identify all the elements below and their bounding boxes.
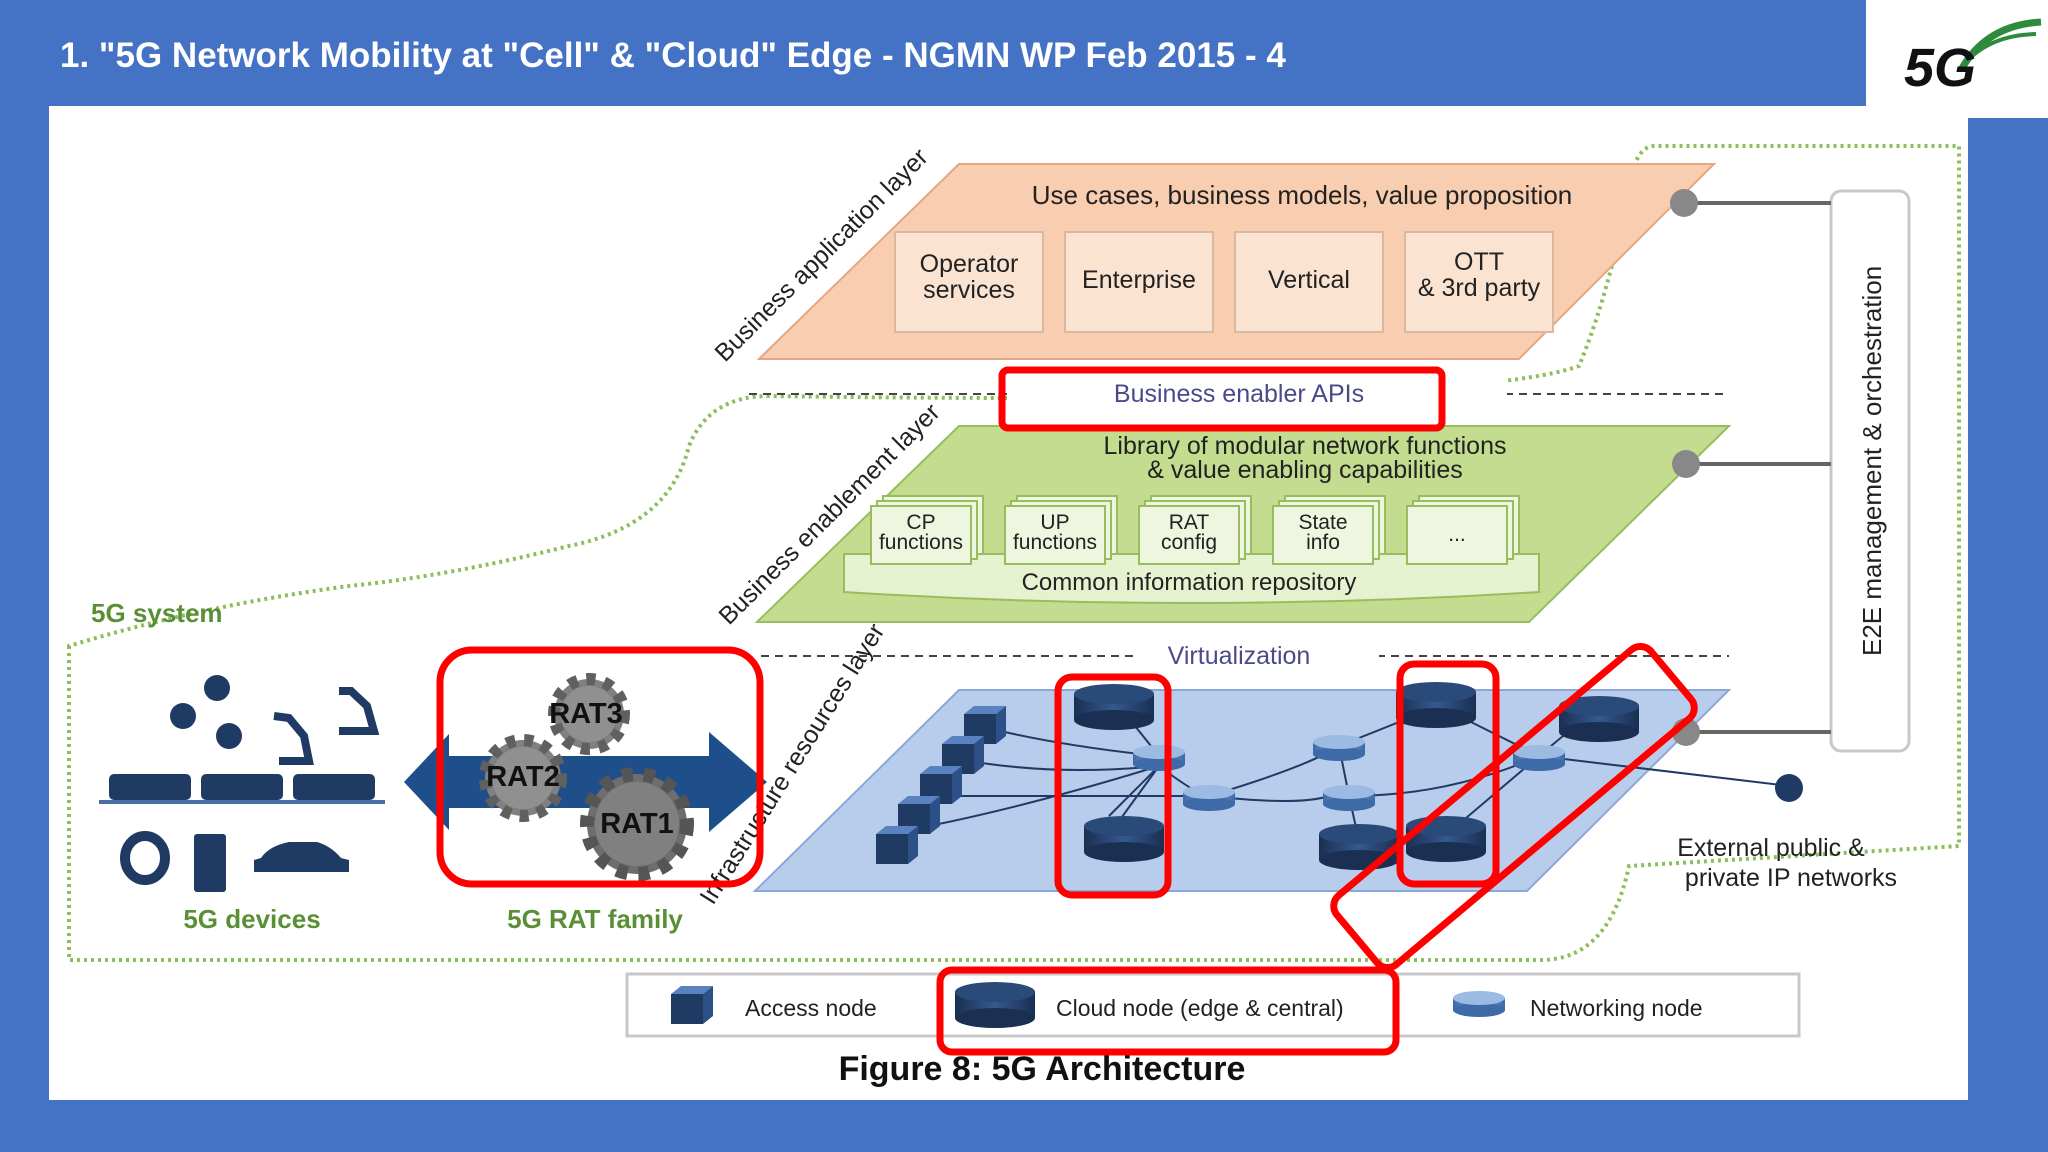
virtualization-label: Virtualization bbox=[1168, 642, 1311, 670]
enterprise-box: Enterprise bbox=[1064, 231, 1214, 333]
cloud-node-highlight-left bbox=[1054, 673, 1172, 899]
rat-config-box: RAT config bbox=[1138, 495, 1252, 565]
cloud-node bbox=[1396, 682, 1476, 728]
external-network-node bbox=[1775, 774, 1803, 802]
device-dot-icon bbox=[170, 703, 196, 729]
5g-rat-family-label: 5G RAT family bbox=[507, 904, 683, 934]
state-info-box: State info bbox=[1272, 495, 1386, 565]
svg-text:State: State bbox=[1298, 511, 1347, 534]
svg-text:services: services bbox=[923, 276, 1015, 304]
legend-networking-node-label: Networking node bbox=[1530, 995, 1703, 1021]
wearable-icon bbox=[120, 831, 170, 885]
rat1-gear-icon bbox=[580, 767, 694, 881]
cp-functions-box: CP functions bbox=[870, 495, 984, 565]
access-node bbox=[876, 826, 918, 864]
networking-node bbox=[1133, 745, 1185, 771]
cloud-node bbox=[1406, 816, 1486, 862]
svg-text:Common information repository: Common information repository bbox=[1022, 569, 1357, 596]
device-dot-icon bbox=[204, 675, 230, 701]
rat3-label: RAT3 bbox=[549, 698, 623, 730]
apis-highlight bbox=[998, 366, 1446, 432]
svg-text:& 3rd party: & 3rd party bbox=[1418, 274, 1541, 302]
rat2-label: RAT2 bbox=[486, 761, 560, 793]
library-heading-line1: Library of modular network functions bbox=[1104, 432, 1507, 460]
cloud-node bbox=[1084, 816, 1164, 862]
more-functions-box: ... bbox=[1406, 495, 1520, 565]
svg-text:functions: functions bbox=[1013, 531, 1097, 554]
5g-devices-label: 5G devices bbox=[183, 904, 320, 934]
up-functions-box: UP functions bbox=[1004, 495, 1118, 565]
svg-text:Enterprise: Enterprise bbox=[1082, 266, 1196, 294]
figure-caption: Figure 8: 5G Architecture bbox=[839, 1050, 1246, 1088]
cloud-node bbox=[1319, 824, 1399, 870]
car-icon bbox=[254, 842, 349, 872]
business-layer-connector-dot bbox=[1670, 189, 1698, 217]
external-networks-label-line1: External public & bbox=[1677, 834, 1865, 862]
enablement-layer-connector-dot bbox=[1672, 450, 1700, 478]
ott-3rd-party-box: OTT & 3rd party bbox=[1404, 231, 1554, 333]
svg-text:config: config bbox=[1161, 531, 1217, 554]
networking-node bbox=[1513, 745, 1565, 771]
vertical-box: Vertical bbox=[1234, 231, 1384, 333]
legend-cloud-node-label: Cloud node (edge & central) bbox=[1056, 995, 1344, 1021]
robot-arm-icon bbox=[273, 687, 380, 765]
networking-node bbox=[1313, 735, 1365, 761]
legend-access-node-icon bbox=[671, 986, 713, 1024]
cloud-node-highlight-center bbox=[1396, 660, 1500, 888]
red-highlights bbox=[436, 366, 1698, 1056]
svg-text:functions: functions bbox=[879, 531, 963, 554]
5g-devices-group bbox=[99, 675, 385, 892]
rat2-gear-icon bbox=[479, 734, 567, 822]
smartphone-icon bbox=[194, 834, 226, 892]
svg-text:Operator: Operator bbox=[920, 250, 1019, 278]
svg-text:CP: CP bbox=[906, 511, 935, 534]
legend-access-node-label: Access node bbox=[745, 995, 877, 1021]
svg-text:UP: UP bbox=[1040, 511, 1069, 534]
library-heading-line2: & value enabling capabilities bbox=[1147, 456, 1463, 484]
svg-text:...: ... bbox=[1448, 523, 1466, 546]
train-icon bbox=[99, 774, 385, 804]
networking-node bbox=[1323, 785, 1375, 811]
legend-box bbox=[625, 972, 1801, 1038]
api-label-bg bbox=[1007, 374, 1507, 414]
cloud-node bbox=[1074, 684, 1154, 730]
use-cases-heading: Use cases, business models, value propos… bbox=[1032, 180, 1573, 210]
legend-cloud-node-icon bbox=[955, 982, 1035, 1028]
svg-text:Vertical: Vertical bbox=[1268, 266, 1350, 294]
rat1-label: RAT1 bbox=[600, 808, 674, 840]
operator-services-box: Operator services bbox=[894, 231, 1044, 333]
device-dot-icon bbox=[216, 723, 242, 749]
logo-swoosh-icon bbox=[1964, 32, 2037, 64]
5g-system-label: 5G system bbox=[91, 598, 223, 628]
external-networks-label-line2: private IP networks bbox=[1685, 864, 1897, 892]
figure-panel: 5G system E2E management & orchestration… bbox=[49, 106, 1968, 1100]
e2e-management-box bbox=[1829, 189, 1911, 753]
legend-cloud-node-highlight bbox=[936, 966, 1400, 1056]
slide-title: 1. "5G Network Mobility at "Cell" & "Clo… bbox=[60, 36, 1286, 75]
e2e-management-label: E2E management & orchestration bbox=[1857, 266, 1887, 656]
svg-text:info: info bbox=[1306, 531, 1340, 554]
rat3-gear-icon bbox=[548, 673, 630, 755]
legend-networking-node-icon bbox=[1453, 991, 1505, 1017]
svg-text:OTT: OTT bbox=[1454, 248, 1504, 276]
cloud-node-highlight-diagonal bbox=[1330, 642, 1698, 972]
business-enabler-apis-label: Business enabler APIs bbox=[1114, 380, 1364, 408]
networking-node bbox=[1183, 785, 1235, 811]
virtualization-label-bg bbox=[1139, 636, 1379, 676]
logo-text: 5G bbox=[1904, 38, 1976, 98]
svg-text:RAT: RAT bbox=[1169, 511, 1210, 534]
5g-logo: 5G bbox=[1866, 0, 2048, 118]
rat-family-highlight bbox=[436, 646, 764, 888]
common-information-repository: Common information repository bbox=[843, 553, 1540, 604]
